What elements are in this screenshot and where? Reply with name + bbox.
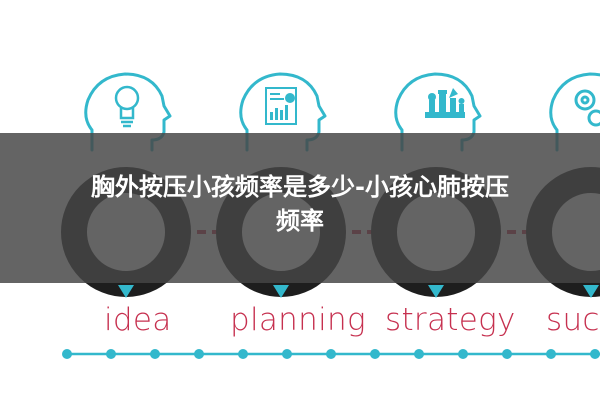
step-word-idea: idea xyxy=(104,302,172,338)
step-word-planning: planning xyxy=(230,302,366,338)
title-banner xyxy=(0,133,600,283)
timeline xyxy=(62,349,600,359)
report-chart-icon xyxy=(265,87,297,125)
head-silhouette xyxy=(549,72,600,152)
chess-pieces-icon xyxy=(425,88,465,118)
title-line-1: 胸外按压小孩频率是多少-小孩心肺按压 xyxy=(91,173,509,201)
step-word-success: succ xyxy=(546,302,600,338)
title-line-2: 频率 xyxy=(276,207,324,235)
gears-icon xyxy=(574,89,600,127)
step-word-strategy: strategy xyxy=(385,302,516,338)
lightbulb-icon xyxy=(114,85,140,128)
page-title: 胸外按压小孩频率是多少-小孩心肺按压 频率 xyxy=(0,170,600,238)
